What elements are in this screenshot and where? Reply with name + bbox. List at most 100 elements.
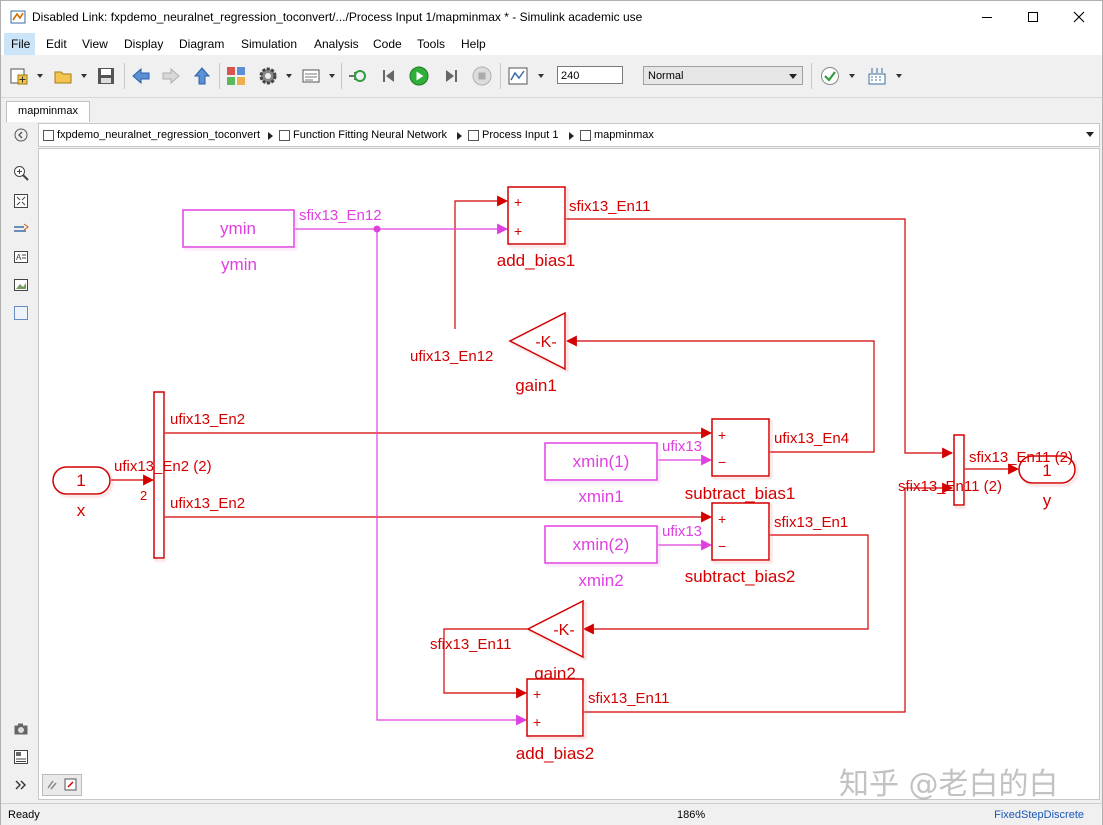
hide-browser-icon[interactable]: [13, 127, 29, 143]
xmin1-constant-block[interactable]: xmin(1): [544, 442, 658, 481]
expand-palette-icon[interactable]: [13, 777, 29, 793]
signal-line-icon[interactable]: [13, 221, 29, 237]
signal-line[interactable]: [565, 335, 875, 453]
zoom-in-icon[interactable]: [13, 165, 29, 181]
ymin-constant-block[interactable]: ymin: [182, 209, 295, 248]
menu-code[interactable]: Code: [373, 37, 402, 51]
breadcrumb-item-neural-network[interactable]: Function Fitting Neural Network: [279, 129, 447, 141]
sum-sign: +: [533, 714, 541, 730]
signal-label: sfix13_En11: [569, 198, 650, 215]
annotation-icon[interactable]: A: [13, 249, 29, 265]
block-name-ymin: ymin: [221, 255, 257, 274]
simulation-mode-select[interactable]: Normal: [643, 66, 803, 85]
area-icon[interactable]: [13, 305, 29, 321]
fit-to-view-icon[interactable]: [13, 193, 29, 209]
stop-time-input[interactable]: 240: [557, 66, 623, 84]
signal-line[interactable]: [376, 229, 528, 726]
menu-simulation[interactable]: Simulation: [241, 37, 298, 51]
signal-line[interactable]: [443, 628, 528, 699]
image-icon[interactable]: [13, 277, 29, 293]
new-dropdown-icon[interactable]: [37, 74, 43, 78]
simulation-data-inspector-icon[interactable]: [508, 66, 528, 86]
toolbar-separator: [811, 63, 812, 89]
mux-block[interactable]: [953, 434, 965, 506]
menu-display[interactable]: Display: [124, 37, 164, 51]
menu-bar: File Edit View Display Diagram Simulatio…: [1, 33, 1102, 55]
block-text: xmin(2): [573, 535, 630, 554]
menu-tools[interactable]: Tools: [417, 37, 446, 51]
signal-label: sfix13_En11: [430, 636, 511, 653]
signal-line[interactable]: [583, 482, 954, 713]
xmin2-constant-block[interactable]: xmin(2): [544, 525, 658, 564]
menu-help[interactable]: Help: [461, 37, 486, 51]
breadcrumb-item-process-input[interactable]: Process Input 1: [468, 129, 558, 141]
stop-icon[interactable]: [472, 66, 492, 86]
property-inspector-icon[interactable]: [13, 749, 29, 765]
block-diagram: ymin ymin + + add_bias1 -K- gain1 1 x: [52, 186, 1076, 763]
outport-y-block[interactable]: 1: [1018, 455, 1076, 484]
status-zoom: 186%: [677, 809, 706, 821]
new-model-icon[interactable]: [9, 66, 29, 86]
signal-line[interactable]: [565, 218, 954, 459]
model-explorer-icon[interactable]: [301, 66, 321, 86]
forward-arrow-icon[interactable]: [161, 66, 181, 86]
block-name-gain1: gain1: [515, 376, 557, 395]
library-link-badge[interactable]: [42, 774, 82, 796]
menu-view[interactable]: View: [82, 37, 108, 51]
subtract-bias2-block[interactable]: + −: [711, 502, 770, 561]
signal-line[interactable]: [454, 195, 509, 329]
explorer-dropdown-icon[interactable]: [329, 74, 335, 78]
svg-text:A: A: [16, 253, 22, 262]
close-button[interactable]: [1056, 1, 1102, 33]
screenshot-camera-icon[interactable]: [13, 721, 29, 737]
sum-sign: +: [514, 194, 522, 210]
build-dropdown-icon[interactable]: [896, 74, 902, 78]
breadcrumb-menu-icon[interactable]: [1086, 132, 1094, 137]
settings-dropdown-icon[interactable]: [286, 74, 292, 78]
status-solver[interactable]: FixedStepDiscrete: [994, 809, 1084, 821]
demux-block[interactable]: [153, 391, 165, 559]
breadcrumb-item-model[interactable]: fxpdemo_neuralnet_regression_toconvert: [43, 129, 260, 141]
save-icon[interactable]: [96, 66, 116, 86]
model-settings-gear-icon[interactable]: [258, 66, 278, 86]
signal-line[interactable]: [582, 534, 869, 635]
back-arrow-icon[interactable]: [131, 66, 151, 86]
gain2-block[interactable]: -K-: [526, 599, 584, 659]
menu-file[interactable]: File: [11, 37, 31, 51]
build-model-icon[interactable]: [867, 66, 887, 86]
library-browser-icon[interactable]: [226, 66, 246, 86]
window-title: Disabled Link: fxpdemo_neuralnet_regress…: [32, 10, 643, 24]
sum-sign: +: [514, 223, 522, 239]
model-advisor-check-icon[interactable]: [820, 66, 840, 86]
sum-sign: +: [718, 427, 726, 443]
port-number: 1: [1042, 461, 1051, 480]
open-dropdown-icon[interactable]: [81, 74, 87, 78]
step-back-icon[interactable]: [379, 66, 399, 86]
gain1-block[interactable]: -K-: [508, 311, 566, 371]
menu-diagram[interactable]: Diagram: [179, 37, 225, 51]
toolbar: [1, 55, 1102, 98]
inport-x-block[interactable]: 1: [52, 466, 111, 495]
status-ready: Ready: [8, 809, 40, 821]
breadcrumb-arrow-icon: [457, 132, 462, 140]
step-forward-icon[interactable]: [441, 66, 461, 86]
model-canvas[interactable]: ymin ymin + + add_bias1 -K- gain1 1 x: [38, 148, 1100, 800]
breadcrumb-item-mapminmax[interactable]: mapminmax: [580, 129, 654, 141]
menu-edit[interactable]: Edit: [46, 37, 67, 51]
up-arrow-icon[interactable]: [192, 66, 212, 86]
inspector-dropdown-icon[interactable]: [538, 74, 544, 78]
menu-analysis[interactable]: Analysis: [314, 37, 359, 51]
subsystem-icon: [580, 129, 591, 141]
tab-mapminmax[interactable]: mapminmax: [6, 101, 90, 122]
run-icon[interactable]: [409, 66, 429, 86]
open-folder-icon[interactable]: [53, 66, 73, 86]
subtract-bias1-block[interactable]: + −: [711, 418, 770, 477]
minimize-button[interactable]: [964, 1, 1010, 33]
title-bar: Disabled Link: fxpdemo_neuralnet_regress…: [1, 1, 1102, 33]
update-diagram-icon[interactable]: [347, 66, 367, 86]
add-bias2-block[interactable]: + +: [526, 678, 584, 737]
advisor-dropdown-icon[interactable]: [849, 74, 855, 78]
add-bias1-block[interactable]: + +: [507, 186, 566, 245]
signal-label: ufix13_En2: [170, 495, 245, 512]
maximize-button[interactable]: [1010, 1, 1056, 33]
